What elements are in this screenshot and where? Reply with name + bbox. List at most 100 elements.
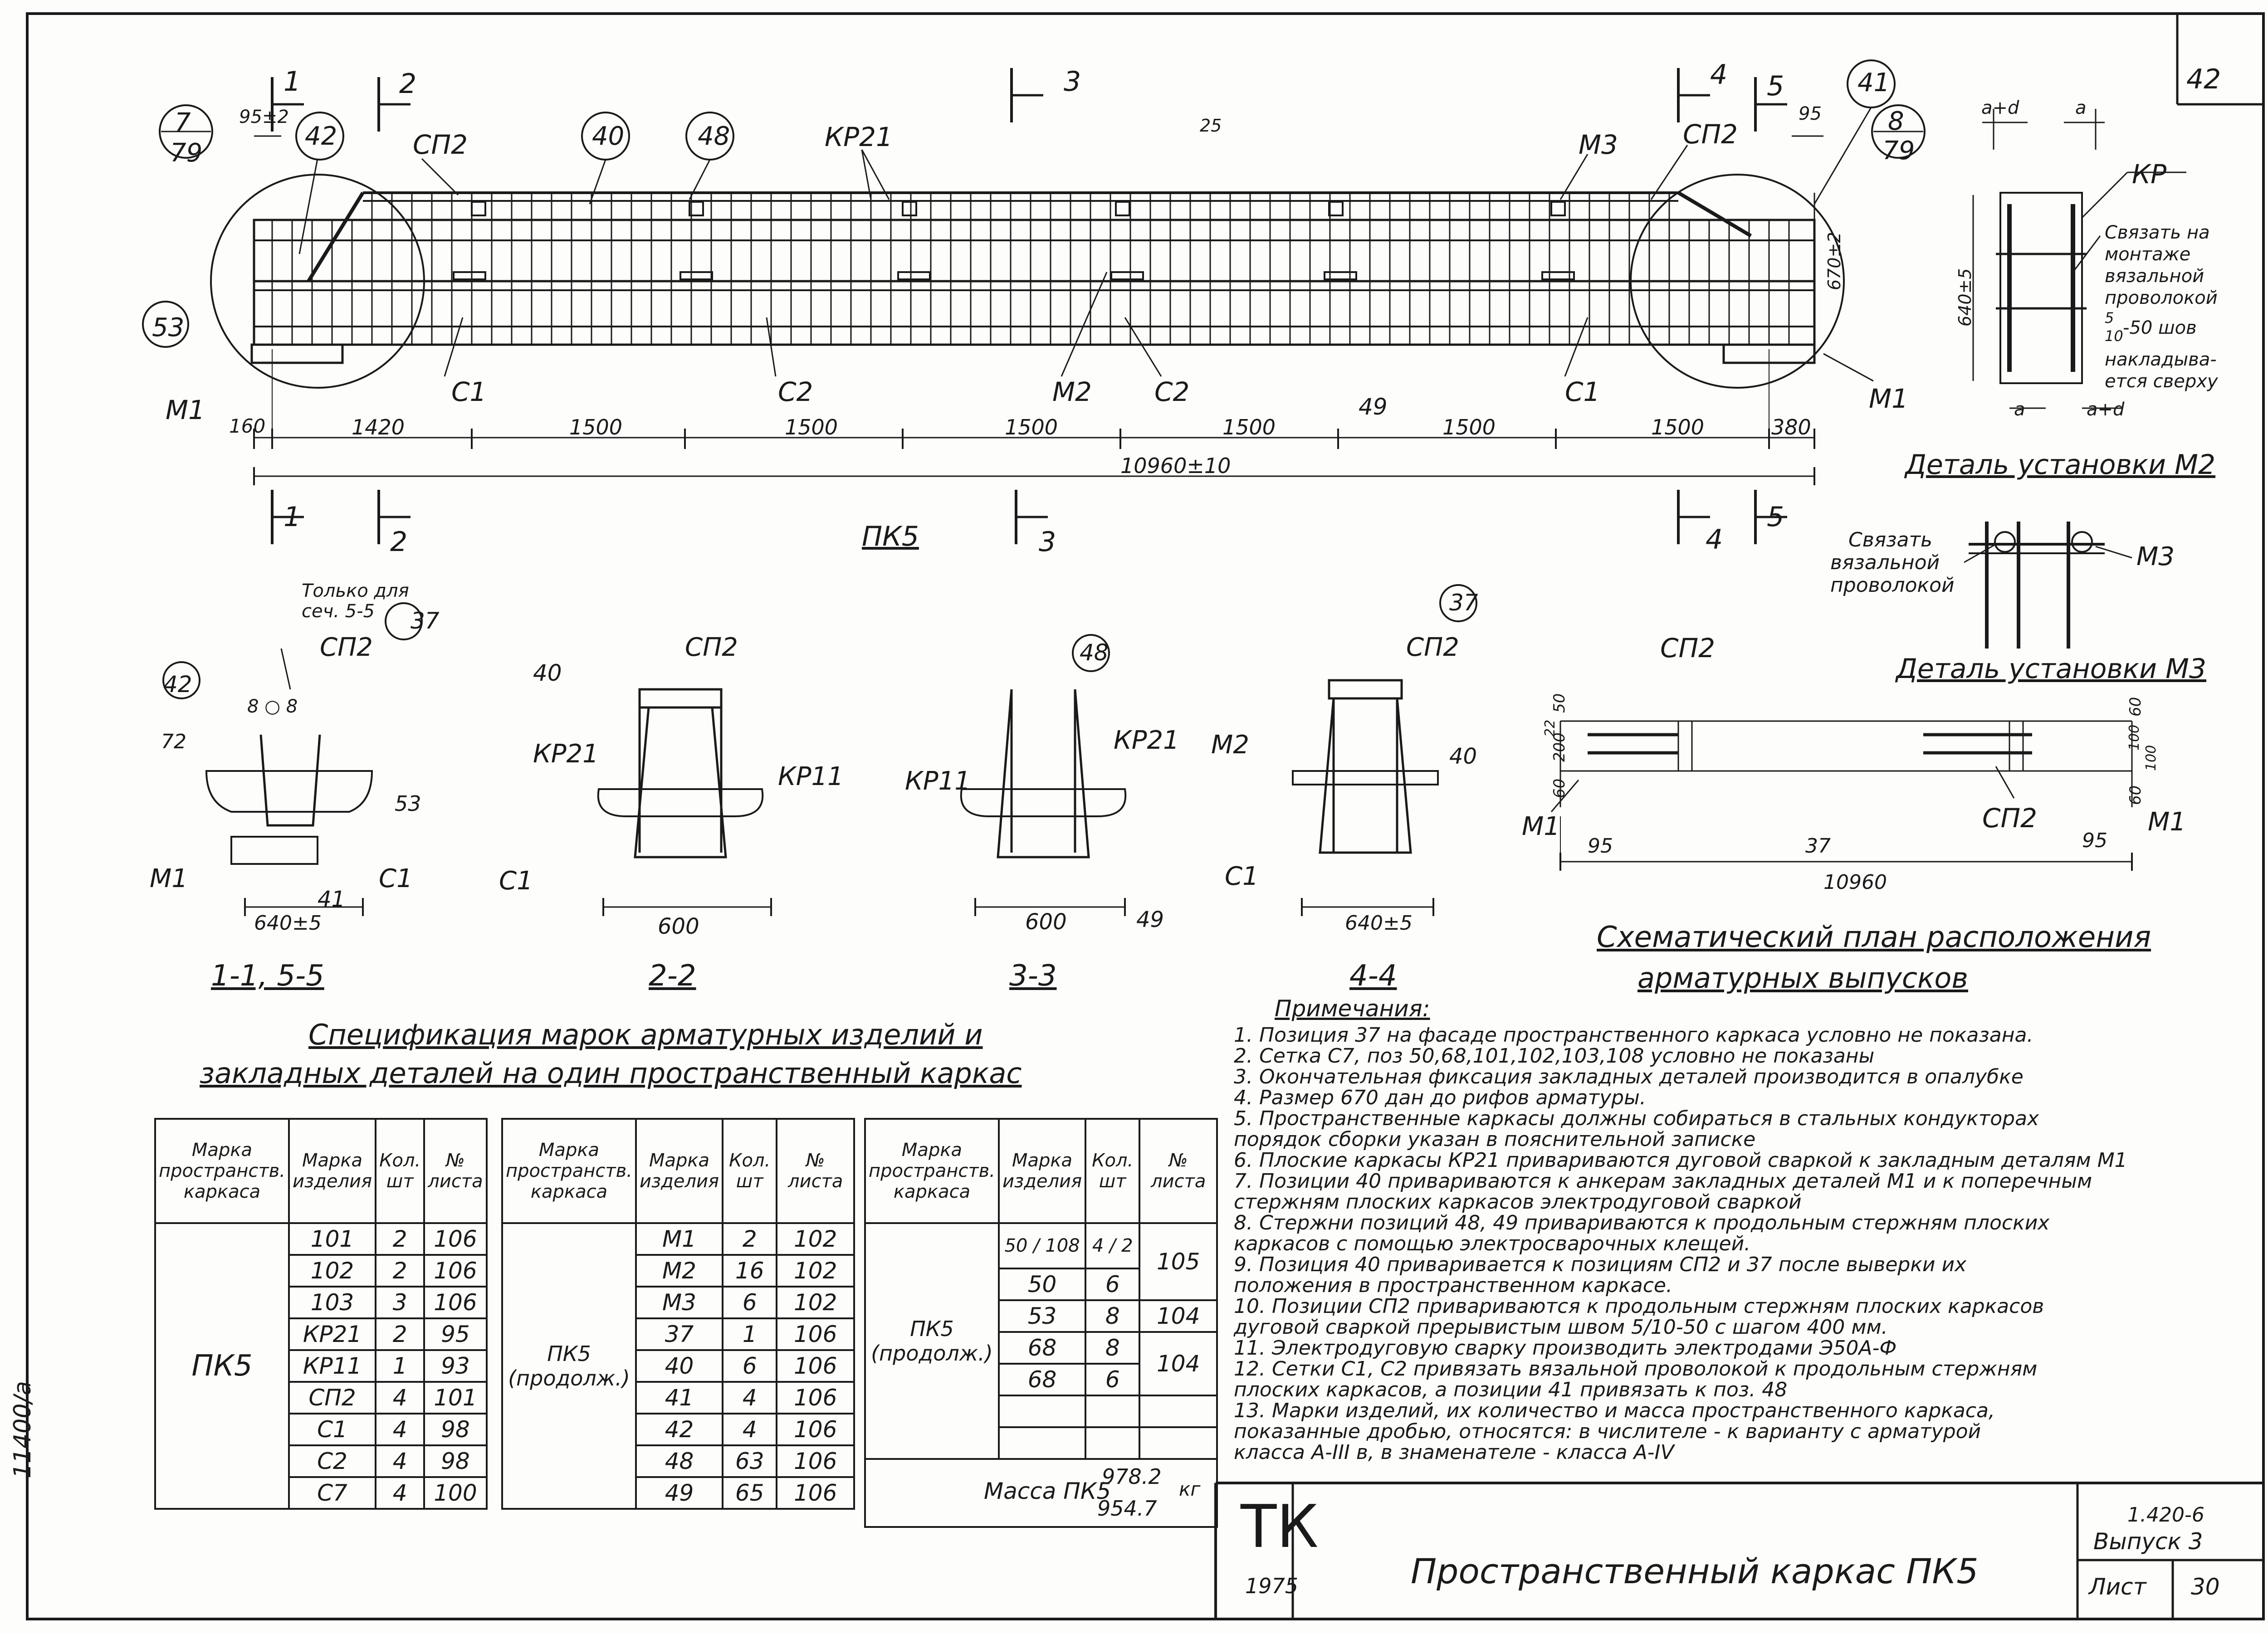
item-qty: 6: [1085, 1363, 1141, 1396]
callout-40: 40: [592, 122, 625, 151]
stamp-tk: ТК: [1241, 1492, 1319, 1561]
frame-mark: ПК5 (продолж.): [864, 1222, 1000, 1460]
item-qty: 2: [375, 1317, 425, 1351]
note-4: 4. Размер 670 дан до рифов арматуры.: [1234, 1086, 1646, 1109]
stamp-year: 1975: [1245, 1574, 1299, 1598]
scheme-95-left: 95: [1588, 834, 1613, 858]
frame-end-slope-right: [1677, 191, 1752, 238]
callout-79-left: 79: [170, 138, 203, 168]
s44-dim: 640±5: [1345, 912, 1413, 935]
leader: [1550, 780, 1579, 812]
item-mark: 49: [635, 1476, 724, 1510]
callout-8-79: [1871, 104, 1926, 159]
note-8: 8. Стержни позиций 48, 49 привариваются …: [1234, 1211, 2050, 1234]
note-5: 5. Пространственные каркасы должны собир…: [1234, 1107, 2039, 1130]
note-10-cont: дуговой сваркой прерывистым швом 5/10-50…: [1234, 1316, 1888, 1339]
scheme-dl-0: 50: [1550, 693, 1569, 713]
stamp-title: Пространственный каркас ПК5: [1411, 1551, 1979, 1591]
dim-1: 1420: [352, 415, 405, 439]
plate-m3: [1115, 201, 1130, 216]
plate-m2: [1541, 271, 1575, 280]
section-2-2-shelf: [597, 788, 764, 817]
item-mark: 103: [288, 1286, 377, 1319]
note-7: 7. Позиции 40 привариваются к анкерам за…: [1234, 1170, 2092, 1193]
dim-total: 10960±10: [1120, 454, 1231, 478]
label-c1-left: С1: [451, 376, 487, 407]
scheme-dl-2: 22: [1542, 719, 1558, 737]
cut-4-top: 4: [1710, 59, 1728, 91]
item-sheet: 102: [776, 1254, 855, 1288]
spec-title-1: Спецификация марок арматурных изделий и: [308, 1018, 983, 1051]
section-2-2-plate: [638, 688, 723, 709]
header-qty: Кол. шт: [1085, 1118, 1141, 1224]
cut-3-bottom: 3: [1039, 526, 1056, 558]
s11-42: 42: [163, 671, 192, 697]
spec-table-1: Марка пространств. каркаса Марка изделия…: [154, 1118, 488, 1510]
s22-caption: 2-2: [649, 959, 696, 993]
cut-5-bottom: 5: [1767, 501, 1784, 533]
dim-6: 1500: [1442, 415, 1496, 439]
note-13-cont: показанные дробью, относятся: в числител…: [1234, 1420, 1981, 1443]
s44-37: 37: [1449, 590, 1478, 616]
item-qty: 4: [722, 1413, 778, 1446]
item-sheet: 105: [1139, 1222, 1218, 1301]
item-mark: СП2: [288, 1381, 377, 1415]
item-qty: 4: [375, 1476, 425, 1510]
scheme-37: 37: [1805, 834, 1831, 858]
leader: [298, 158, 318, 254]
item-sheet: 100: [423, 1476, 488, 1510]
item-qty: 1: [722, 1317, 778, 1351]
leader: [1813, 107, 1872, 205]
detail-m2-note-2: монтаже: [2105, 244, 2191, 265]
callout-41: 41: [1857, 68, 1890, 98]
item-sheet: 106: [776, 1444, 855, 1478]
item-mark: 41: [635, 1381, 724, 1415]
header-frame: Марка пространств. каркаса: [864, 1118, 1000, 1224]
header-mark: Марка изделия: [997, 1118, 1087, 1224]
section-2-2-body: [634, 707, 727, 858]
plate-m3: [1328, 201, 1344, 216]
scheme-m1-left: М1: [1522, 812, 1560, 841]
plate-m3: [689, 201, 704, 216]
empty-cell: [1139, 1395, 1218, 1428]
header-qty: Кол. шт: [375, 1118, 425, 1224]
leader: [1650, 145, 1688, 200]
scheme-sp2-box: [1677, 720, 1693, 772]
item-qty: 4: [375, 1381, 425, 1415]
mass-unit: кг: [1179, 1478, 1201, 1500]
item-sheet: 98: [423, 1413, 488, 1446]
item-qty: 8: [1085, 1331, 1141, 1365]
callout-37-circle-s44: [1439, 584, 1477, 622]
s44-c1: С1: [1225, 862, 1259, 891]
s11-caption: 1-1, 5-5: [211, 959, 324, 993]
plate-m3: [902, 201, 917, 216]
cut-2-bottom: 2: [390, 526, 408, 558]
item-sheet: 101: [423, 1381, 488, 1415]
callout-48-circle-s33: [1072, 634, 1110, 672]
item-qty: 2: [375, 1222, 425, 1256]
s33-caption: 3-3: [1009, 959, 1057, 993]
item-mark: 40: [635, 1349, 724, 1383]
s22-kr21: КР21: [533, 739, 599, 769]
stamp-sheet-label: Лист: [2089, 1574, 2146, 1600]
dim-8: 380: [1771, 415, 1811, 439]
scheme-dr-3: 60: [2126, 785, 2145, 805]
scheme-dr-1: 100: [2126, 724, 2142, 751]
item-mark: 37: [635, 1317, 724, 1351]
item-qty: 4: [722, 1381, 778, 1415]
scheme-sp2-top: СП2: [1660, 633, 1716, 663]
item-mark: 50: [997, 1268, 1087, 1301]
s22-kr11: КР11: [778, 762, 844, 791]
detail-m2-title: Деталь установки М2: [1905, 449, 2216, 481]
m2-note-leader: [2072, 235, 2101, 273]
header-mark: Марка изделия: [635, 1118, 724, 1224]
label-sp2-left: СП2: [413, 129, 468, 160]
empty-cell: [1139, 1426, 1218, 1460]
header-sheet: № листа: [423, 1118, 488, 1224]
item-mark: КР21: [288, 1317, 377, 1351]
callout-42-circle: [295, 112, 344, 161]
sheet-frame: [26, 12, 2265, 1620]
dim-95-right: 95: [1799, 103, 1822, 124]
leader: [1995, 766, 2015, 799]
